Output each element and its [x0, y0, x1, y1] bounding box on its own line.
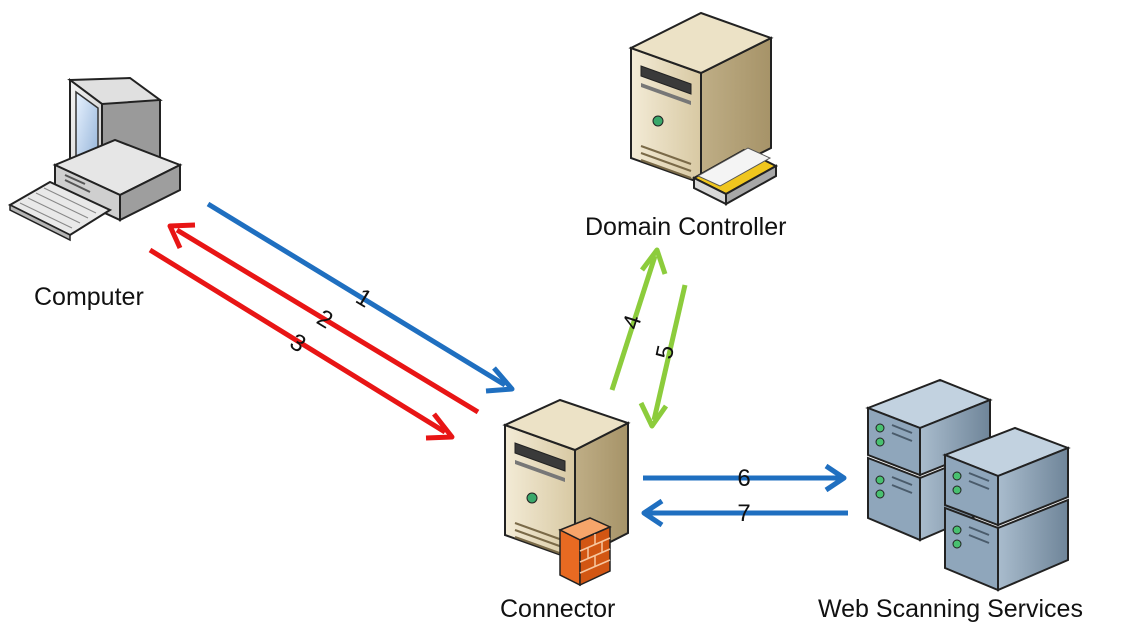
- flow-arrow-7: [641, 498, 848, 528]
- flow-arrow-2: [167, 222, 480, 415]
- flow-arrow-6: [643, 463, 847, 493]
- domain-controller-icon: [628, 11, 779, 206]
- computer-label: Computer: [34, 283, 144, 311]
- server-indicator-lights-icon: [875, 423, 990, 549]
- flow-step-7-label: 7: [737, 500, 750, 527]
- flow-step-1-label: 1: [351, 283, 376, 313]
- web-scanning-services-icon: [865, 378, 1071, 592]
- computer-icon: [7, 76, 183, 242]
- flow-arrow-5: [638, 284, 688, 429]
- firewall-icon: [558, 517, 612, 587]
- flow-step-4-label: 4: [618, 312, 648, 333]
- flow-arrow-1: [206, 201, 515, 394]
- web-scanning-services-label: Web Scanning Services: [818, 595, 1083, 623]
- connector-icon: [502, 398, 631, 562]
- flow-arrow-4: [609, 247, 668, 391]
- domain-controller-label: Domain Controller: [585, 213, 786, 241]
- flow-step-6-label: 6: [737, 465, 750, 492]
- flow-arrow-3: [148, 247, 455, 441]
- flow-step-2-label: 2: [312, 304, 337, 334]
- flow-step-5-label: 5: [651, 343, 680, 362]
- connector-label: Connector: [500, 595, 615, 623]
